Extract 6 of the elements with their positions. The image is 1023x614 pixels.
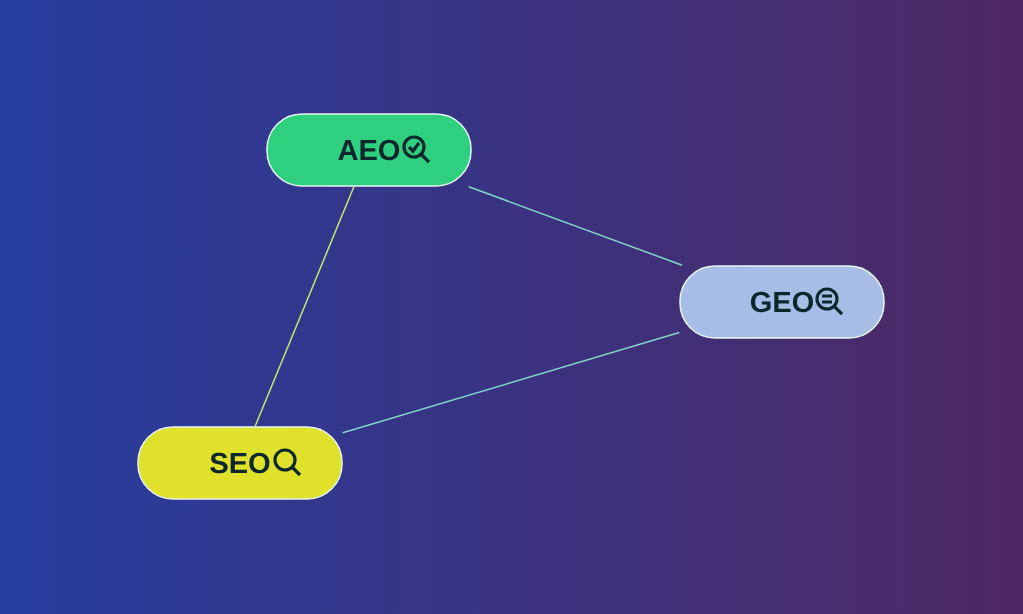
pill-box: AEO xyxy=(266,113,472,187)
pill-box: SEO xyxy=(137,426,343,500)
connector-line xyxy=(468,186,683,266)
connector-line xyxy=(254,186,355,427)
connector-line xyxy=(342,331,680,434)
pill-box: GEO xyxy=(679,265,885,339)
